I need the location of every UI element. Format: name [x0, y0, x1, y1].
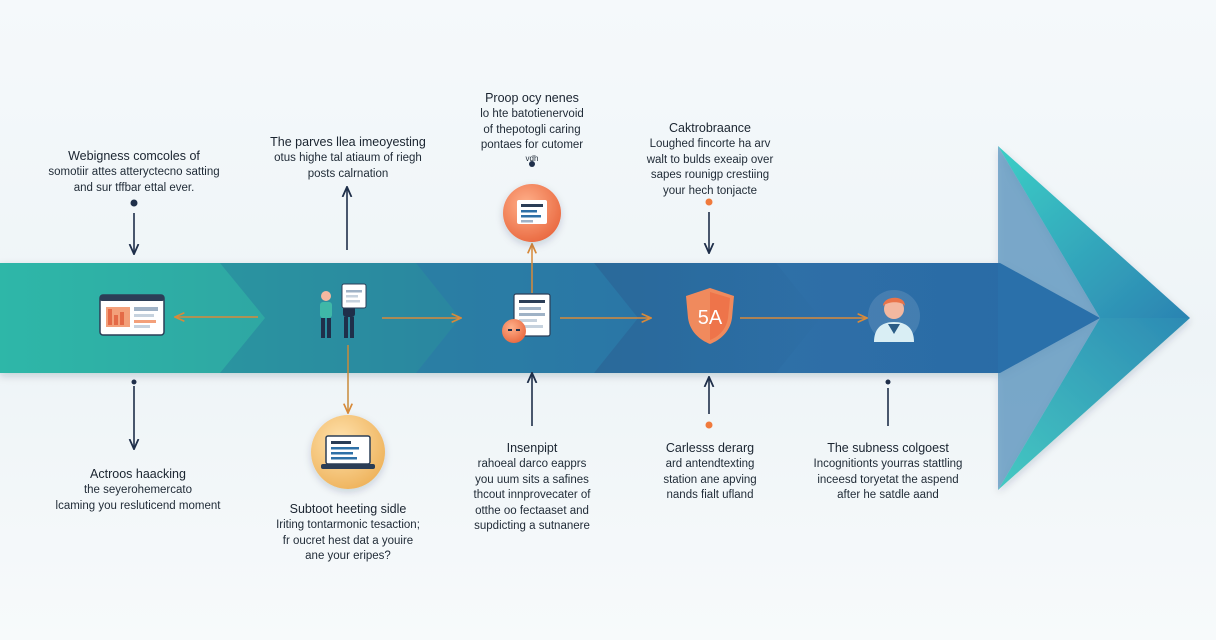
stage-5-bottom-line-3: after he satdle aand — [837, 489, 939, 501]
stage-3-bottom-line-2: you uum sits a safines — [475, 473, 589, 486]
stage-4-top-label: Caktrobraance Loughed fincorte ha arv wa… — [620, 120, 800, 199]
stage-2-bottom-label: Subtoot heeting sidle Iriting tontarmoni… — [250, 501, 446, 565]
shield-icon: 5A — [686, 288, 734, 344]
stage-3-top-line-4: vdh — [525, 153, 539, 163]
stage-3-top-line-2: of thepotogli caring — [483, 123, 581, 136]
stage-4-top-line-3: sapes rounigp crestiing — [650, 169, 770, 181]
stage-1-top-label: Webigness comcoles of somotiir attes att… — [36, 148, 232, 196]
stage-2-bottom-line-3: ane your eripes? — [305, 550, 391, 562]
dashboard-icon — [99, 294, 165, 336]
stage-3-top-title: Proop ocy nenes — [485, 91, 579, 105]
pointer-dot — [885, 379, 891, 385]
stage-3-bottom-label: Insenpipt rahoeal darco eapprs you uum s… — [444, 440, 620, 535]
stage-4-top-line-2: walt to bulds exeaip over — [646, 153, 774, 166]
band-segment-2 — [220, 263, 463, 373]
stage-1-top-title: Webigness comcoles of — [68, 149, 200, 163]
arrow-head-top — [998, 146, 1190, 318]
stage-1-bottom-title: Actroos haacking — [90, 467, 186, 481]
stage-4-bottom-line-2: station ane apving — [663, 473, 757, 486]
pointer-dot — [131, 379, 137, 385]
stage-1-bottom-label: Actroos haacking the seyerohemercato lca… — [40, 466, 236, 514]
stage-3-bottom-line-3: thcout innprovecater of — [473, 489, 591, 501]
face-icon — [502, 319, 526, 343]
pointer-dot — [130, 199, 138, 207]
stage-3-bottom-line-4: otthe oo fectaaset and — [475, 504, 589, 517]
stage-1-bottom-line-2: lcaming you resluticend moment — [55, 499, 221, 512]
stage-4-top-line-1: Loughed fincorte ha arv — [649, 138, 771, 150]
stage-1-top-line-2: and sur tffbar ettal ever. — [73, 181, 195, 194]
stage-4-bottom-line-3: nands fialt ufland — [666, 489, 754, 501]
stage-3-top-line-1: lo hte batotienervoid — [480, 108, 584, 120]
pointer-dot — [705, 198, 713, 206]
note-node-icon — [503, 184, 561, 242]
people-icon — [320, 283, 367, 338]
stage-2-bottom-line-2: fr oucret hest dat a youire — [282, 534, 414, 547]
stage-5-bottom-title: The subness colgoest — [827, 441, 949, 455]
pointer-dot — [705, 421, 713, 429]
stage-3-bottom-title: Insenpipt — [506, 441, 558, 455]
stage-1-top-line-1: somotiir attes atteryctecno satting — [48, 166, 220, 178]
stage-5-bottom-line-2: inceesd toryetat the aspend — [817, 473, 959, 486]
pointers — [131, 161, 891, 448]
arrow-head-face — [998, 146, 1100, 490]
stage-4-bottom-title: Carlesss derarg — [665, 441, 755, 455]
stage-2-bottom-title: Subtoot heeting sidle — [289, 502, 407, 516]
stage-2-top-label: The parves llea imeoyesting otus highe t… — [250, 134, 446, 182]
stage-5-bottom-label: The subness colgoest Incognitionts yourr… — [788, 440, 988, 504]
laptop-node-icon — [311, 415, 385, 489]
stage-4-top-line-4: your hech tonjacte — [663, 184, 757, 197]
stage-4-bottom-label: Carlesss derarg ard antendtexting statio… — [630, 440, 790, 504]
stage-2-bottom-line-1: Iriting tontarmonic tesaction; — [276, 519, 420, 531]
stage-3-bottom-line-5: supdicting a sutnanere — [474, 520, 590, 532]
stage-5-bottom-line-1: Incognitionts yourras stattling — [813, 458, 963, 470]
pointer-dot — [529, 161, 535, 167]
stage-3-bottom-line-1: rahoeal darco eapprs — [477, 458, 587, 470]
stage-4-bottom-line-1: ard antendtexting — [665, 458, 755, 470]
connectors — [176, 245, 866, 412]
stage-1-bottom-line-1: the seyerohemercato — [83, 484, 193, 496]
stage-3-top-label: Proop ocy nenes lo hte batotienervoid of… — [452, 90, 612, 164]
stage-2-top-line-1: otus highe tal atiaum of riegh — [274, 152, 422, 164]
stage-4-top-title: Caktrobraance — [669, 121, 751, 135]
stage-2-top-title: The parves llea imeoyesting — [270, 135, 426, 149]
shield-text: 5A — [698, 307, 723, 329]
arrow-head-bottom — [998, 318, 1190, 490]
stage-2-top-line-2: posts calrnation — [307, 167, 389, 180]
stage-3-top-line-3: pontaes for cutomer — [480, 139, 584, 151]
person-icon — [868, 290, 920, 342]
